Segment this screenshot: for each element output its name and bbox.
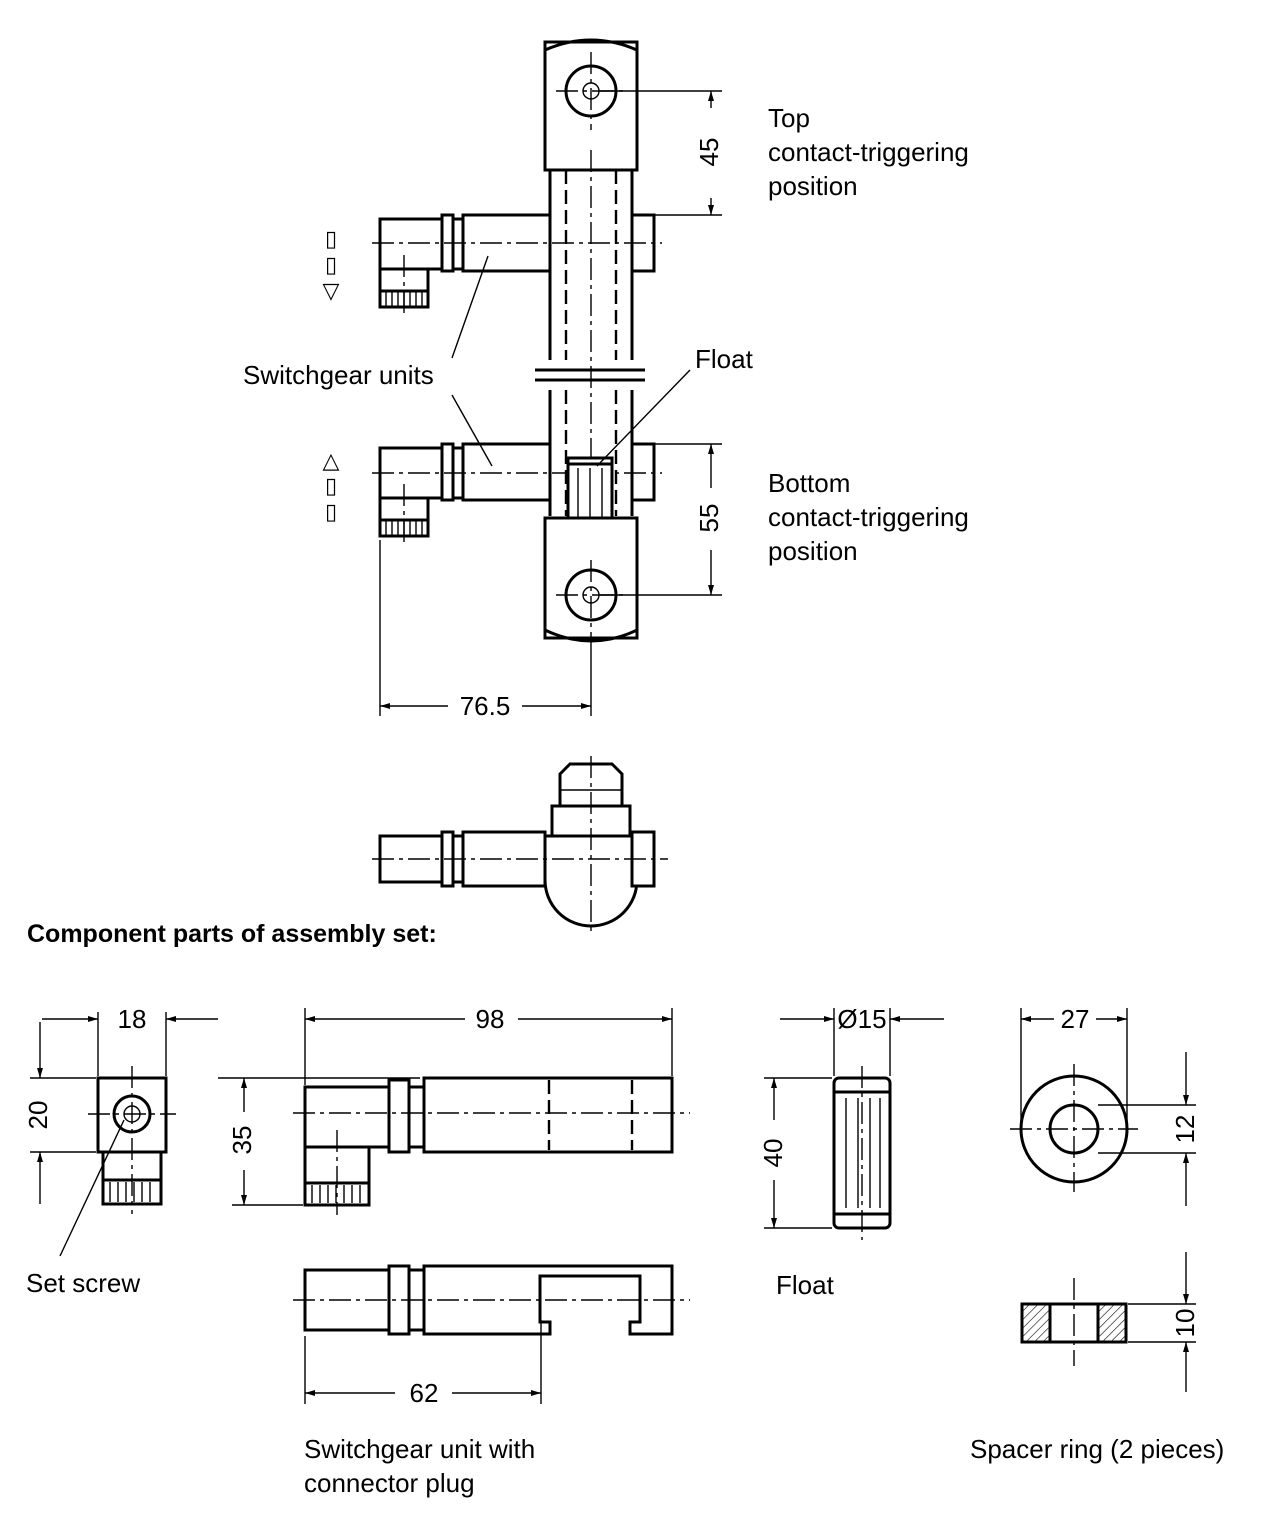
label-switchgear-units: Switchgear units bbox=[243, 360, 434, 390]
leader-float bbox=[596, 369, 691, 467]
assembly-float bbox=[566, 456, 614, 522]
label-top-line1: Top bbox=[768, 103, 810, 133]
dim-switch-height: 35 bbox=[227, 1126, 257, 1155]
set-screw-part: 18 20 Set screw bbox=[23, 1004, 218, 1298]
label-set-screw: Set screw bbox=[26, 1268, 140, 1298]
dim-top-offset: 45 bbox=[694, 138, 724, 167]
dim-float-diameter: Ø15 bbox=[837, 1004, 886, 1034]
label-bottom-line1: Bottom bbox=[768, 468, 850, 498]
assembly-front-view: 45 55 76.5 ▯ ▯ ▽ △ ▯ ▯ Top contact-trigg… bbox=[243, 38, 969, 721]
leader-bottom-switch bbox=[451, 394, 493, 467]
label-bottom-line3: position bbox=[768, 536, 858, 566]
bottom-switch-mark-3: ▯ bbox=[325, 500, 337, 525]
spacer-ring-part: 27 12 10 Spacer ring (2 pieces) bbox=[970, 1004, 1224, 1464]
top-switchgear-unit bbox=[372, 213, 662, 318]
dim-overall-width: 76.5 bbox=[460, 691, 511, 721]
label-bottom-line2: contact-triggering bbox=[768, 502, 969, 532]
assembly-top-view bbox=[372, 756, 668, 936]
switchgear-unit-part: 98 35 62 Switchgear unit with connector … bbox=[218, 1004, 690, 1498]
bottom-switch-mark-1: △ bbox=[323, 449, 340, 474]
top-housing-cap bbox=[544, 38, 638, 52]
dim-set-screw-height: 20 bbox=[23, 1101, 53, 1130]
label-switchgear-unit-line1: Switchgear unit with bbox=[304, 1434, 535, 1464]
dim-ring-thickness: 10 bbox=[1170, 1309, 1200, 1338]
label-switchgear-unit-line2: connector plug bbox=[304, 1468, 475, 1498]
leader-top-switch bbox=[451, 255, 489, 359]
bottom-switch-mark-2: ▯ bbox=[325, 474, 337, 499]
top-switch-mark-1: ▯ bbox=[325, 227, 337, 252]
label-spacer-ring: Spacer ring (2 pieces) bbox=[970, 1434, 1224, 1464]
dim-ring-diameter: 27 bbox=[1061, 1004, 1090, 1034]
label-top-line2: contact-triggering bbox=[768, 137, 969, 167]
float-part: Ø15 40 Float bbox=[758, 1004, 944, 1300]
bottom-switchgear-unit bbox=[372, 442, 662, 545]
dim-bottom-offset: 55 bbox=[694, 504, 724, 533]
dim-switch-slot: 62 bbox=[410, 1378, 439, 1408]
label-top-line3: position bbox=[768, 171, 858, 201]
top-switch-mark-2: ▯ bbox=[325, 253, 337, 278]
dim-switch-length: 98 bbox=[476, 1004, 505, 1034]
dim-float-length: 40 bbox=[758, 1139, 788, 1168]
label-float-assembly: Float bbox=[695, 344, 754, 374]
dim-ring-bore: 12 bbox=[1170, 1115, 1200, 1144]
component-header: Component parts of assembly set: bbox=[27, 920, 437, 948]
label-float-part: Float bbox=[776, 1270, 835, 1300]
dim-set-screw-width: 18 bbox=[118, 1004, 147, 1034]
top-switch-mark-3: ▽ bbox=[323, 279, 340, 304]
